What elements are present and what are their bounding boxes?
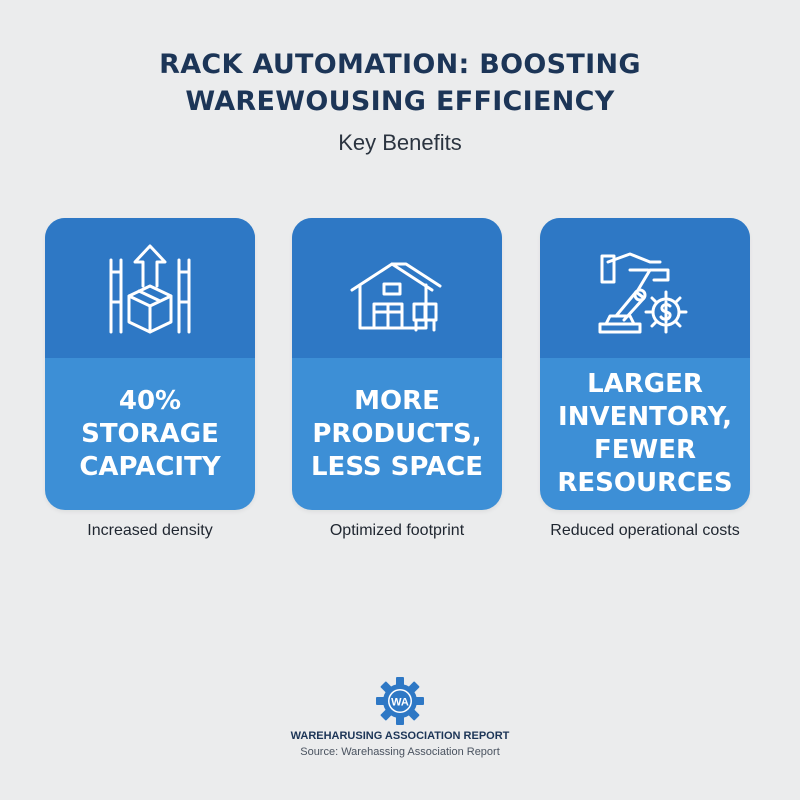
card-header-panel [45, 218, 255, 358]
footer-organization-name: WAREHARUSING ASSOCIATION REPORT [290, 730, 510, 742]
card-headline-line: INVENTORY, [558, 402, 732, 432]
page-title-line-1: RACK AUTOMATION: BOOSTING [159, 49, 641, 80]
card-caption-storage: Increased density [87, 522, 213, 539]
footer-source: Source: Warehassing Association Report [300, 746, 500, 758]
benefit-card-storage: 40% STORAGE CAPACITY [45, 218, 255, 510]
card-headline: LARGER INVENTORY, FEWER RESOURCES [540, 358, 750, 510]
card-caption-resources: Reduced operational costs [550, 522, 740, 539]
rack-box-upload-icon [109, 244, 191, 334]
card-headline-line: MORE [354, 385, 440, 416]
card-headline: 40% STORAGE CAPACITY [45, 358, 255, 510]
page-title: RACK AUTOMATION: BOOSTING WAREWOUSING EF… [0, 46, 800, 120]
card-header-panel [292, 218, 502, 358]
card-headline: MORE PRODUCTS, LESS SPACE [292, 358, 502, 510]
card-headline-line: LARGER [587, 369, 703, 399]
card-header-panel [540, 218, 750, 358]
card-headline-line: RESOURCES [557, 468, 733, 498]
card-headline-line: 40% [118, 385, 182, 416]
card-headline-line: CAPACITY [79, 451, 221, 482]
card-headline-line: LESS SPACE [310, 451, 484, 482]
card-headline-line: PRODUCTS, [312, 418, 482, 449]
benefit-card-resources: LARGER INVENTORY, FEWER RESOURCES [540, 218, 750, 510]
benefit-card-space: MORE PRODUCTS, LESS SPACE [292, 218, 502, 510]
card-caption-space: Optimized footprint [329, 522, 465, 539]
robot-arm-cost-gear-icon [598, 252, 688, 334]
page-subtitle: Key Benefits [338, 130, 462, 155]
card-headline-line: STORAGE [81, 418, 219, 449]
logo-text: WA [391, 697, 409, 709]
page-title-line-2: WAREWOUSING EFFICIENCY [185, 86, 615, 117]
warehouse-icon [350, 262, 442, 332]
gear-logo-icon: WA [376, 677, 424, 725]
card-headline-line: FEWER [594, 435, 696, 465]
